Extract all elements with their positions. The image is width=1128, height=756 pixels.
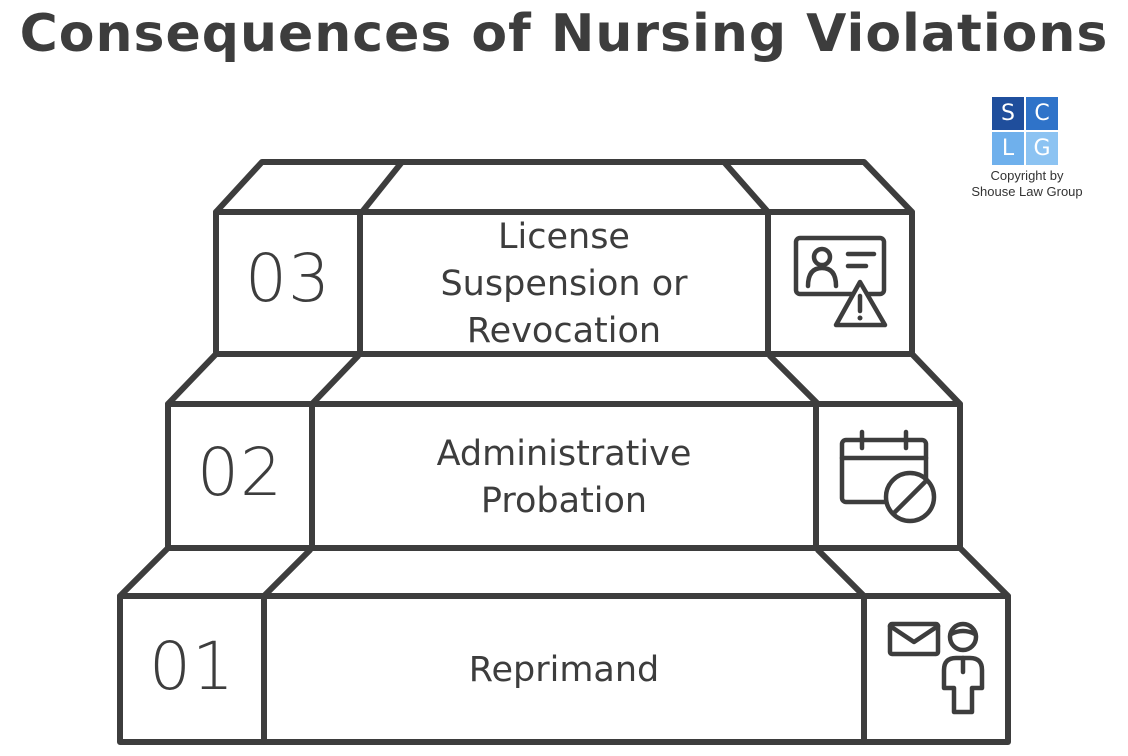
- step-01-block: [117, 545, 1011, 745]
- logo-cell-s: S: [992, 97, 1024, 130]
- step-01-top-face: [117, 545, 1011, 599]
- envelope-person-icon: [887, 621, 985, 715]
- logo-cell-c: C: [1026, 97, 1058, 130]
- logo-cell-l: L: [992, 132, 1024, 165]
- step-02-top-face: [165, 351, 963, 407]
- license-warning-icon: [793, 235, 888, 328]
- step-03-block: [213, 159, 915, 357]
- step-03-label-line-1: License: [498, 216, 630, 257]
- copyright-text: Copyright by Shouse Law Group: [960, 168, 1094, 200]
- step-01-front-face: [117, 593, 1011, 745]
- copyright-line-1: Copyright by: [990, 168, 1064, 183]
- step-03-label-line-2: Suspension or: [440, 263, 688, 304]
- step-02-label-line-2: Probation: [480, 481, 648, 521]
- step-01-label-line-1: Reprimand: [468, 649, 660, 690]
- step-02-number: 02: [197, 434, 283, 511]
- step-03-label: License Suspension or Revocation: [362, 214, 766, 354]
- logo-cell-g: G: [1026, 132, 1058, 165]
- step-03-label-line-3: Revocation: [466, 310, 662, 351]
- step-02-label-line-1: Administrative: [436, 434, 692, 474]
- step-01-label: Reprimand: [266, 598, 862, 742]
- diagram-title: Consequences of Nursing Violations: [19, 4, 1109, 64]
- step-03-number: 03: [245, 240, 331, 317]
- calendar-prohibited-icon: [839, 429, 937, 524]
- step-03-top-face: [213, 159, 915, 215]
- step-01-number: 01: [149, 628, 235, 705]
- copyright-line-2: Shouse Law Group: [971, 184, 1083, 199]
- step-02-label: Administrative Probation: [314, 408, 814, 548]
- sclg-logo: S C L G: [992, 97, 1060, 167]
